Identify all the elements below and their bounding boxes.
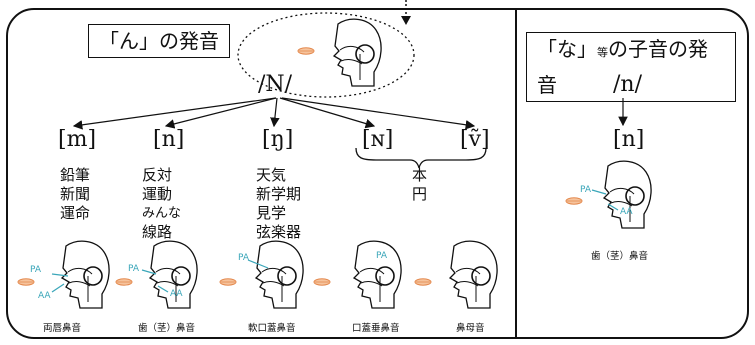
pa-label: PA [30, 265, 42, 275]
velar-diagram [219, 240, 304, 309]
aa-label: AA [170, 289, 183, 299]
right-phoneme: /n/ [613, 72, 642, 97]
right-alveolar-diagram [565, 160, 652, 229]
right-panel-title: 「な」等の子音の発音 [526, 32, 736, 102]
allophone-uvular-n: [ɴ] [362, 127, 394, 152]
bilabial-diagram [17, 240, 110, 309]
highlight-ellipse [237, 12, 415, 98]
word: 円 [412, 185, 428, 203]
caption-right-alveolar: 歯（茎）鼻音 [591, 251, 649, 262]
right-title-pre: 「な」 [537, 37, 597, 61]
word: 線路 [142, 223, 173, 241]
words-m: 鉛筆 新聞 運命 [60, 166, 90, 223]
words-shared: 本 円 [412, 166, 427, 204]
alveolar-diagram [115, 240, 198, 309]
pointer-arrowhead [401, 16, 411, 25]
word: 反対 [142, 166, 173, 184]
allophone-m: [m] [58, 127, 97, 152]
left-phoneme: /N/ [258, 72, 293, 97]
word: 運命 [60, 204, 91, 222]
caption-bilabial: 両唇鼻音 [43, 323, 82, 334]
panel-divider [515, 8, 517, 339]
word: 新聞 [60, 185, 91, 203]
aa-label: AA [38, 291, 51, 301]
word: 運動 [142, 185, 173, 203]
pa-label: PA [376, 251, 388, 261]
left-panel-title: 「ん」の発音 [88, 24, 230, 58]
caption-uvular: 口蓋垂鼻音 [352, 323, 400, 334]
caption-velar: 軟口蓋鼻音 [248, 323, 296, 334]
pa-label: PA [238, 253, 250, 263]
right-allophone-n: [n] [613, 127, 645, 152]
upper-head-diagram [333, 18, 382, 87]
words-ng: 天気 新学期 見学 弦楽器 [256, 166, 301, 242]
words-n: 反対 運動 みんな 線路 [142, 166, 181, 242]
word: 見学 [256, 204, 287, 222]
allophone-nasal-vowel: [ṽ] [460, 127, 490, 152]
word: みんな [142, 206, 182, 221]
caption-nasal-vowel: 鼻母音 [456, 323, 485, 334]
upper-lips-icon [297, 47, 315, 55]
diagram-frame [6, 8, 749, 339]
uvular-diagram [313, 240, 402, 309]
word: 天気 [256, 166, 287, 184]
caption-alveolar: 歯（茎）鼻音 [138, 323, 196, 334]
word: 弦楽器 [256, 223, 302, 241]
allophone-arrows [72, 97, 476, 130]
pa-label: PA [128, 264, 140, 274]
allophone-ng: [ŋ] [262, 127, 294, 152]
right-title-post: の子音の発音 [537, 37, 708, 97]
allophone-n: [n] [153, 127, 185, 152]
word: 新学期 [256, 185, 302, 203]
word: 鉛筆 [60, 166, 91, 184]
word: 本 [412, 166, 428, 184]
right-title-small: 等 [597, 46, 608, 59]
nasal-vowel-diagram [414, 240, 498, 309]
right-aa-label: AA [620, 207, 633, 217]
brace [355, 147, 487, 169]
right-pa-label: PA [580, 185, 592, 195]
